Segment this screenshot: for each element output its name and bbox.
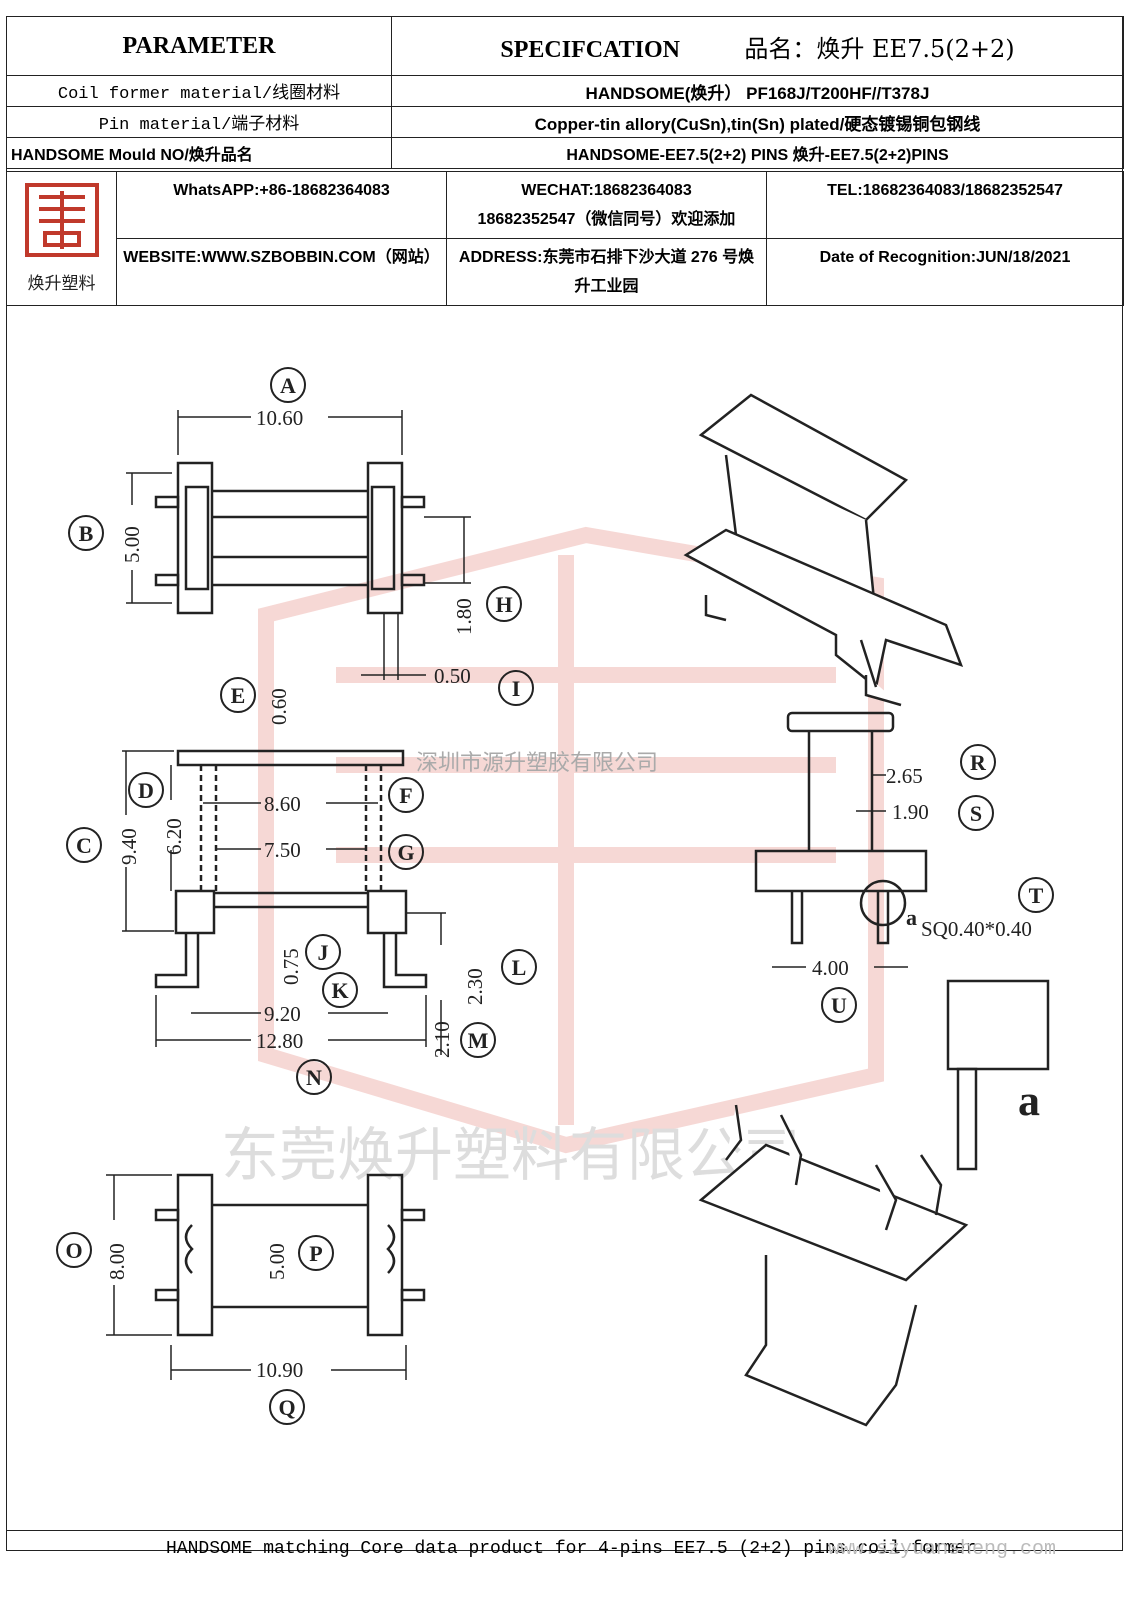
watermark-url: www.szyuansheng.com	[828, 1538, 1057, 1561]
callout-E: E	[231, 683, 246, 708]
pin-material-value: Copper-tin allory(CuSn),tin(Sn) plated/硬…	[391, 106, 1124, 138]
parameter-heading: PARAMETER	[6, 16, 392, 76]
callout-T: T	[1029, 883, 1044, 908]
isometric-view-top	[683, 393, 964, 707]
specification-heading: SPECIFCATION	[500, 36, 680, 63]
top-view-dims	[126, 410, 471, 680]
callout-O: O	[65, 1238, 82, 1263]
logo-icon	[24, 183, 99, 257]
dim-P: 5.00	[265, 1243, 289, 1280]
dim-E: 0.60	[267, 688, 291, 725]
coil-material-value: HANDSOME(焕升） PF168J/T200HF//T378J	[391, 75, 1124, 107]
callout-J: J	[318, 940, 329, 965]
website: WEBSITE:WWW.SZBOBBIN.COM（网站）	[116, 238, 447, 306]
dim-O: 8.00	[105, 1243, 129, 1280]
watermark-logo	[258, 526, 884, 1154]
dim-K: 9.20	[264, 1002, 301, 1026]
callout-A: A	[280, 373, 296, 398]
wechat-cell: WECHAT:18682364083 18682352547（微信同号）欢迎添加	[446, 171, 767, 239]
dim-I: 0.50	[434, 664, 471, 688]
dim-T: SQ0.40*0.40	[921, 917, 1032, 941]
callout-F: F	[399, 783, 412, 808]
top-view	[154, 461, 426, 615]
dim-F: 8.60	[264, 792, 301, 816]
dim-R: 2.65	[886, 764, 923, 788]
callout-U: U	[831, 993, 847, 1018]
dim-N: 12.80	[256, 1029, 303, 1053]
side-view	[754, 711, 928, 945]
detail-a-marker: a	[906, 905, 917, 930]
bottom-view-dims	[106, 1174, 407, 1380]
callout-I: I	[512, 676, 521, 701]
callout-Q: Q	[278, 1395, 295, 1420]
footer-note: HANDSOME matching Core data product for …	[6, 1530, 1123, 1570]
address: ADDRESS:东莞市石排下沙大道 276 号焕升工业园	[446, 238, 767, 306]
pin-material-label: Pin material/端子材料	[6, 106, 392, 138]
callout-letters: A B H I E D C F G J K L M N R S T U O P …	[65, 373, 1043, 1420]
logo-text: 焕升塑料	[27, 274, 96, 293]
callout-M: M	[468, 1028, 489, 1053]
whatsapp: WhatsAPP:+86-18682364083	[116, 171, 447, 239]
specification-heading-cell: SPECIFCATION 品名：焕升 EE7.5(2+2)	[391, 16, 1124, 76]
watermark-company-large: 东莞焕升塑料有限公司	[221, 1123, 801, 1188]
technical-drawing: 深圳市源升塑胶有限公司 东莞焕升塑料有限公司	[6, 295, 1123, 1530]
dim-G: 7.50	[264, 838, 301, 862]
callout-P: P	[309, 1241, 322, 1266]
coil-material-label: Coil former material/线圈材料	[6, 75, 392, 107]
company-logo: 焕升塑料	[6, 171, 117, 306]
callout-G: G	[397, 840, 414, 865]
detail-a	[946, 979, 1050, 1171]
dimension-values: 10.60 5.00 1.80 0.50 0.60 6.20 9.40 8.60…	[105, 406, 1032, 1382]
wechat-line-1: WECHAT:18682364083	[521, 182, 692, 199]
recognition-date: Date of Recognition:JUN/18/2021	[766, 238, 1124, 306]
dim-D: 6.20	[162, 818, 186, 855]
product-name: 品名：焕升 EE7.5(2+2)	[744, 34, 1015, 63]
callout-D: D	[138, 778, 154, 803]
spec-header-table: PARAMETER SPECIFCATION 品名：焕升 EE7.5(2+2) …	[6, 16, 1124, 169]
side-view-dims	[772, 774, 908, 968]
callout-R: R	[970, 750, 987, 775]
dim-C: 9.40	[117, 828, 141, 865]
callout-N: N	[306, 1065, 322, 1090]
wechat-line-2: 18682352547（微信同号）欢迎添加	[477, 211, 736, 228]
contact-table: 焕升塑料 WhatsAPP:+86-18682364083 WECHAT:186…	[6, 171, 1124, 306]
callout-circles	[56, 367, 1054, 1425]
dim-B: 5.00	[120, 526, 144, 563]
front-view	[154, 749, 428, 989]
drawing-canvas: 深圳市源升塑胶有限公司 东莞焕升塑料有限公司	[56, 367, 1054, 1427]
dim-J: 0.75	[279, 948, 303, 985]
callout-H: H	[495, 592, 512, 617]
mould-no-label: HANDSOME Mould NO/焕升品名	[6, 137, 392, 169]
dim-S: 1.90	[892, 800, 929, 824]
mould-no-value: HANDSOME-EE7.5(2+2) PINS 焕升-EE7.5(2+2)PI…	[391, 137, 1124, 169]
telephone: TEL:18682364083/18682352547	[766, 171, 1124, 239]
dim-Q: 10.90	[256, 1358, 303, 1382]
dim-A: 10.60	[256, 406, 303, 430]
callout-L: L	[512, 955, 527, 980]
watermark-company-small: 深圳市源升塑胶有限公司	[416, 750, 658, 775]
detail-a-label: a	[1018, 1076, 1040, 1125]
dim-L: 2.30	[463, 968, 487, 1005]
callout-S: S	[970, 801, 982, 826]
isometric-view-bottom	[698, 1104, 969, 1427]
dim-H: 1.80	[452, 598, 476, 635]
dim-M: 2.10	[430, 1021, 454, 1058]
bottom-view	[154, 1173, 426, 1337]
front-view-dims	[122, 750, 446, 1055]
dim-U: 4.00	[812, 956, 849, 980]
callout-B: B	[79, 521, 94, 546]
callout-C: C	[76, 833, 92, 858]
callout-K: K	[331, 978, 348, 1003]
